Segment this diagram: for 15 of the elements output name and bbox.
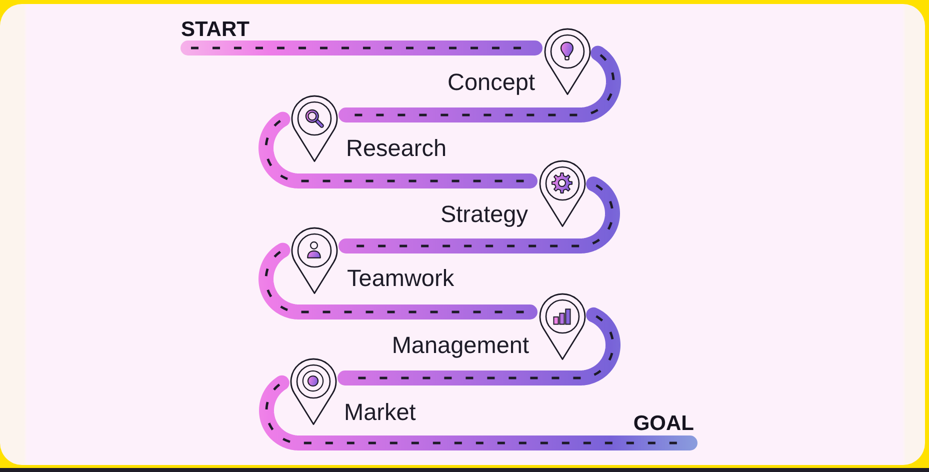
endpoint-label: START xyxy=(181,19,250,40)
step-label: Market xyxy=(344,400,416,424)
step-label: Management xyxy=(392,334,529,358)
step-label: Research xyxy=(346,136,447,160)
road xyxy=(259,375,698,450)
step-label: Concept xyxy=(447,70,535,94)
road xyxy=(258,242,538,320)
road xyxy=(258,112,538,188)
step-label: Strategy xyxy=(440,202,528,226)
endpoint-label: GOAL xyxy=(633,413,694,434)
road xyxy=(180,40,542,56)
road xyxy=(338,307,620,386)
step-label: Teamwork xyxy=(347,266,454,290)
road xyxy=(338,176,620,254)
road xyxy=(338,46,621,122)
